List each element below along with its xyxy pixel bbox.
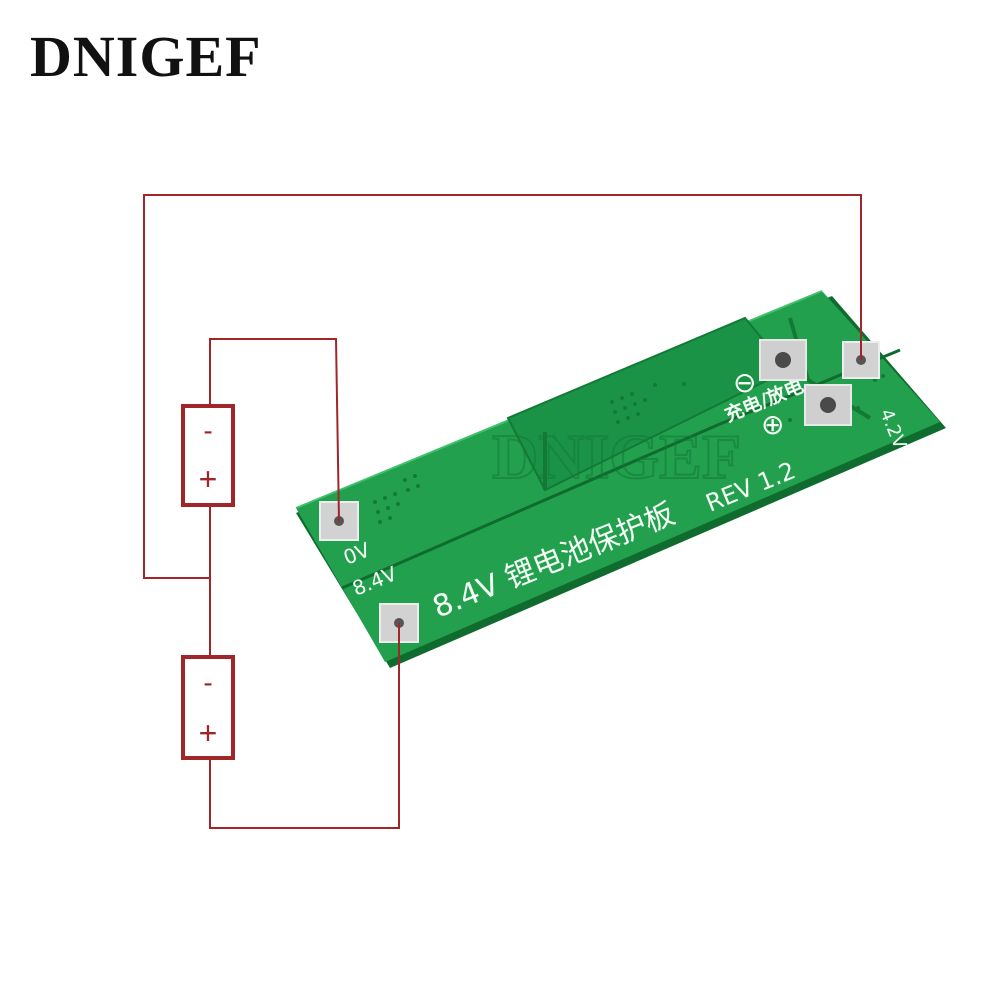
battery-1-body bbox=[181, 404, 235, 507]
battery-1: - + bbox=[181, 404, 235, 507]
wire-8-4v-battery-bottom bbox=[209, 623, 400, 829]
battery-2-body bbox=[181, 655, 235, 760]
output-pad-minus bbox=[759, 339, 807, 381]
board-face bbox=[296, 291, 940, 662]
battery-2-positive: + bbox=[199, 715, 218, 751]
battery-1-negative: - bbox=[203, 415, 212, 446]
battery-1-positive: + bbox=[199, 461, 218, 497]
battery-2: - + bbox=[181, 655, 235, 760]
plus-symbol-icon: ⊕ bbox=[761, 408, 784, 441]
battery-2-negative: - bbox=[203, 667, 212, 698]
via-cluster-left bbox=[373, 474, 420, 524]
output-pad-plus bbox=[804, 384, 852, 426]
board-watermark: DNIGEF bbox=[492, 421, 741, 492]
wiring bbox=[143, 194, 862, 829]
protection-board: DNIGEF 8.4V 锂电池保护板 REV 1.2 充电/放电 0V 8.4V… bbox=[295, 290, 946, 668]
wire-4-2v-midpoint bbox=[143, 194, 862, 579]
via-cluster-middle bbox=[610, 382, 686, 424]
wire-0v-battery-top bbox=[209, 338, 340, 522]
minus-symbol-icon: ⊖ bbox=[733, 366, 756, 399]
brand-logo: DNIGEF bbox=[30, 24, 262, 89]
